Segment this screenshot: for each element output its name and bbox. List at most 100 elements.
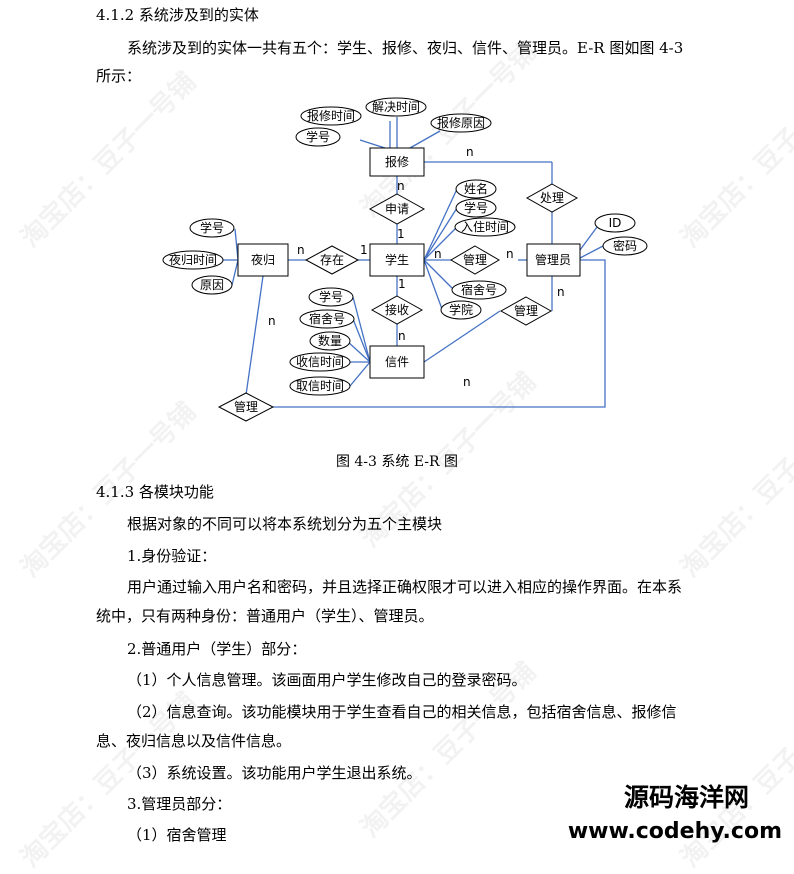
entity-yegui: 夜归 — [237, 243, 289, 277]
relationship-cunzai: 存在 — [304, 245, 360, 275]
attribute-xs-sushehao: 宿舍号 — [451, 280, 507, 300]
attribute-xs-xueyuan: 学院 — [440, 300, 482, 320]
edge — [423, 207, 458, 261]
svg-text:夜归时间: 夜归时间 — [169, 252, 217, 267]
site-brand-name: 源码海洋网 — [623, 783, 749, 812]
paragraph-text: 根据对象的不同可以将本系统划分为五个主模块 — [127, 515, 443, 533]
svg-text:管理: 管理 — [234, 399, 258, 414]
attribute-gly-mima: 密码 — [602, 236, 648, 256]
attribute-yg-time: 夜归时间 — [162, 250, 224, 270]
relationship-guanli-letter: 管理 — [499, 296, 553, 326]
edge — [273, 259, 606, 408]
svg-text:报修时间: 报修时间 — [307, 108, 355, 123]
cardinality-label: n — [297, 243, 305, 257]
edge — [346, 340, 371, 363]
edge — [423, 310, 501, 363]
cardinality-label: n — [463, 375, 471, 389]
paragraph-text: 所示： — [96, 67, 142, 85]
svg-text:申请: 申请 — [385, 202, 409, 216]
svg-text:宿舍号: 宿舍号 — [461, 282, 497, 297]
paragraph-text: （1）个人信息管理。该画面用户学生修改自己的登录密码。 — [127, 671, 527, 689]
svg-text:学号: 学号 — [319, 289, 343, 304]
paragraph-text: （2）信息查询。该功能模块用于学生查看自己的相关信息，包括宿舍信息、报修信 — [127, 703, 677, 721]
svg-text:学生: 学生 — [385, 252, 409, 267]
figure-caption: 图 4-3 系统 E-R 图 — [335, 454, 459, 470]
edge — [409, 130, 441, 149]
svg-text:ID: ID — [609, 216, 622, 230]
relationship-jieshou: 接收 — [370, 295, 424, 325]
cardinality-label: 1 — [397, 227, 405, 241]
paragraph-text: 用户通过输入用户名和密码，并且选择正确权限才可以进入相应的操作界面。在本系 — [127, 578, 683, 596]
entity-xinjian: 信件 — [369, 345, 425, 379]
cardinality-label: n — [506, 247, 514, 261]
attribute-jiejue-time: 解决时间 — [365, 97, 427, 117]
cardinality-label: n — [397, 179, 405, 193]
svg-text:报修: 报修 — [385, 154, 409, 169]
attribute-baoxiu-time: 报修时间 — [300, 106, 362, 126]
edge — [423, 259, 443, 310]
edge — [352, 318, 371, 363]
edge — [231, 259, 239, 286]
svg-text:学号: 学号 — [200, 220, 224, 235]
relationship-shenqing: 申请 — [368, 193, 426, 225]
edge — [579, 245, 604, 259]
attribute-xj-xuehao: 学号 — [308, 287, 354, 307]
relationship-guanli-bottom: 管理 — [217, 392, 275, 422]
edge — [423, 259, 453, 289]
attribute-xs-ruzhu: 入住时间 — [454, 217, 516, 237]
edge — [349, 361, 371, 387]
attribute-xj-sushehao: 宿舍号 — [299, 309, 355, 329]
svg-text:入住时间: 入住时间 — [461, 220, 509, 234]
attribute-xs-xuehao: 学号 — [455, 198, 497, 218]
svg-text:报修原因: 报修原因 — [437, 115, 485, 130]
entity-xuesheng: 学生 — [369, 243, 425, 277]
paragraph-text: （1）宿舍管理 — [127, 826, 227, 844]
cardinality-label: 1 — [398, 277, 406, 291]
attribute-yg-reason: 原因 — [191, 275, 233, 295]
svg-text:学院: 学院 — [449, 302, 473, 317]
svg-text:宿舍号: 宿舍号 — [309, 311, 345, 326]
er-edges — [222, 117, 606, 408]
cardinality-label: 1 — [360, 243, 368, 257]
edge — [423, 226, 458, 261]
paragraph-text: 息、夜归信息以及信件信息。 — [96, 732, 292, 750]
cardinality-label: n — [268, 314, 276, 328]
attribute-baoxiu-xuehao: 学号 — [295, 127, 341, 147]
edge — [423, 188, 458, 261]
attribute-xj-shouxin: 收信时间 — [289, 352, 351, 372]
paragraph-text: 3.管理员部分： — [127, 795, 232, 813]
svg-text:管理: 管理 — [514, 303, 538, 318]
relationship-chuli: 处理 — [525, 183, 579, 213]
svg-text:接收: 接收 — [385, 302, 409, 317]
paragraph-text: 2.普通用户（学生）部分： — [127, 640, 307, 658]
svg-text:信件: 信件 — [385, 355, 409, 369]
svg-text:学号: 学号 — [306, 129, 330, 144]
paragraph-text: 1.身份验证： — [127, 547, 217, 565]
cardinality-label: n — [557, 285, 565, 299]
site-brand-url: www.codehy.com — [567, 819, 782, 844]
attribute-xs-name: 姓名 — [455, 179, 497, 199]
cardinality-label: n — [434, 247, 442, 261]
svg-text:处理: 处理 — [540, 191, 564, 205]
svg-text:存在: 存在 — [320, 253, 344, 267]
attribute-yg-xuehao: 学号 — [189, 218, 235, 238]
paragraph-text: 系统涉及到的实体一共有五个：学生、报修、夜归、信件、管理员。E-R 图如图 4-… — [127, 39, 684, 57]
edge — [245, 275, 264, 396]
cardinality-label: n — [398, 329, 406, 343]
er-diagram: 报修 学生 夜归 信件 管理员 申请 处理 存在 管理 接收 管理 — [162, 97, 648, 422]
paragraph-text: 统中，只有两种身份：普通用户（学生）、管理员。 — [96, 607, 434, 625]
svg-text:管理员: 管理员 — [535, 252, 571, 267]
svg-text:夜归: 夜归 — [251, 252, 275, 267]
svg-text:数量: 数量 — [318, 333, 342, 348]
svg-text:密码: 密码 — [613, 238, 637, 253]
svg-text:原因: 原因 — [200, 278, 224, 292]
edge — [579, 222, 601, 251]
svg-text:管理: 管理 — [463, 252, 487, 267]
edge — [359, 139, 386, 149]
attribute-xj-shuliang: 数量 — [309, 331, 351, 351]
relationship-guanli-student: 管理 — [450, 245, 500, 275]
svg-text:解决时间: 解决时间 — [372, 100, 420, 114]
section-heading: 4.1.2 系统涉及到的实体 — [96, 6, 259, 24]
entity-guanliyuan: 管理员 — [526, 243, 581, 277]
entity-baoxiu: 报修 — [369, 147, 425, 177]
